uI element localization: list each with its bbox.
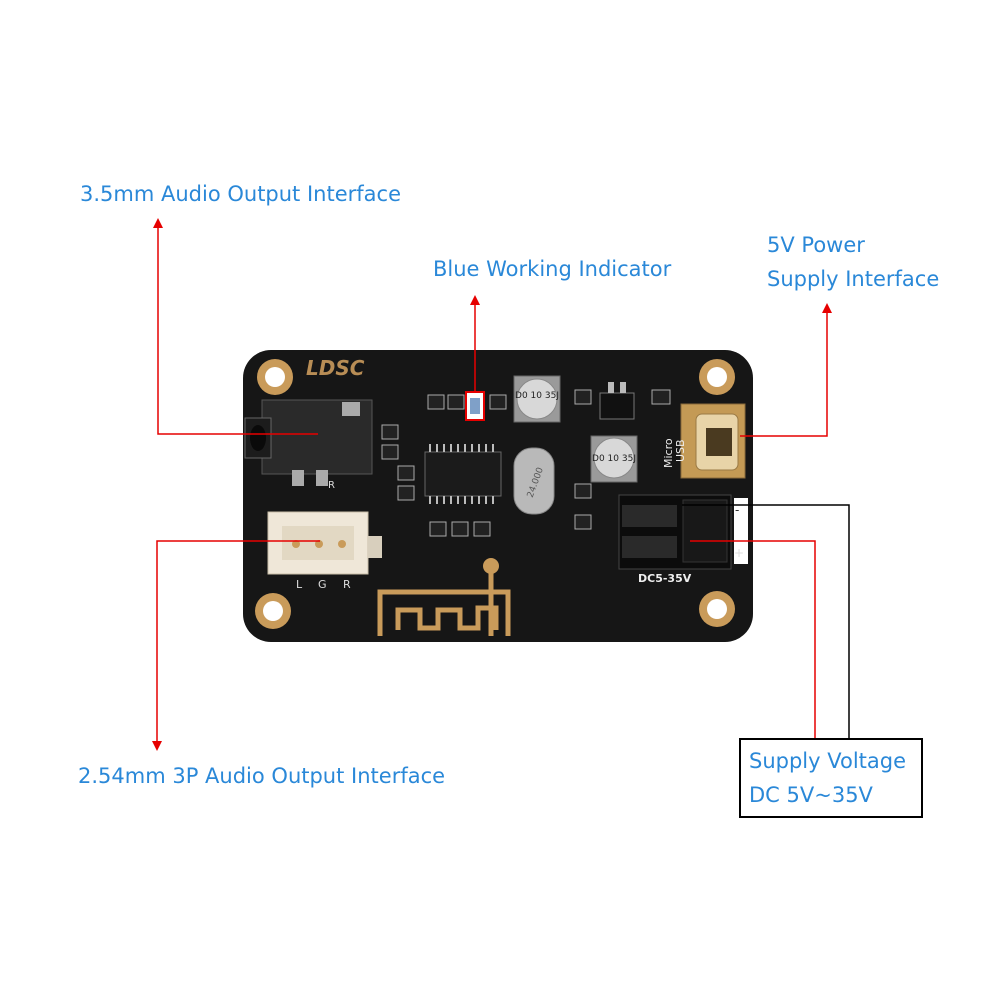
label-audio-254mm: 2.54mm 3P Audio Output Interface <box>78 764 446 788</box>
dc-range-label: DC5-35V <box>638 572 692 585</box>
smd-components <box>381 389 671 537</box>
micro-usb-port: Micro USB <box>662 403 746 479</box>
header-254mm: L G R <box>267 511 382 591</box>
usb-label-usb: USB <box>674 439 687 462</box>
terminal-plus: + <box>734 546 744 560</box>
header-label-l: L <box>296 578 303 591</box>
capacitor-2-label: D0 10 35J <box>592 454 636 464</box>
callout-5v-power-line <box>740 303 832 437</box>
label-blue-indicator: Blue Working Indicator <box>433 257 672 281</box>
header-label-r: R <box>343 578 351 591</box>
label-5v-power-line2: Supply Interface <box>767 267 940 291</box>
blue-led <box>465 391 485 421</box>
label-5v-power-line1: 5V Power <box>767 233 865 257</box>
main-ic <box>424 444 502 504</box>
label-supply-line2: DC 5V~35V <box>749 783 873 807</box>
dc-terminal-block: - + DC5-35V <box>618 494 748 585</box>
usb-label-micro: Micro <box>662 438 675 468</box>
voltage-regulator <box>599 382 635 420</box>
mounting-hole-bottom-right <box>699 591 735 627</box>
capacitor-2: D0 10 35J <box>590 435 638 483</box>
callout-audio-254mm-line <box>152 540 320 751</box>
supply-voltage-box: Supply Voltage DC 5V~35V <box>739 738 923 818</box>
pcb-board: LDSC R L G R <box>243 350 753 642</box>
brand-logo: LDSC <box>306 356 365 380</box>
crystal: 24.000 <box>513 447 555 515</box>
audio-jack-35mm: R <box>244 399 373 491</box>
mounting-hole-top-left <box>257 359 293 395</box>
callout-audio-35mm-line <box>153 218 318 435</box>
callout-supply-voltage-lines <box>682 504 850 740</box>
mounting-hole-top-right <box>699 359 735 395</box>
header-label-g: G <box>318 578 327 591</box>
capacitor-1-label: D0 10 35J <box>515 391 559 401</box>
label-supply-line1: Supply Voltage <box>749 749 907 773</box>
label-audio-35mm: 3.5mm Audio Output Interface <box>80 182 401 206</box>
capacitor-1: D0 10 35J <box>513 375 561 423</box>
jack-r-label: R <box>328 480 335 491</box>
terminal-minus: - <box>735 503 739 517</box>
mounting-hole-bottom-left <box>255 593 291 629</box>
pcb-antenna <box>377 558 511 636</box>
